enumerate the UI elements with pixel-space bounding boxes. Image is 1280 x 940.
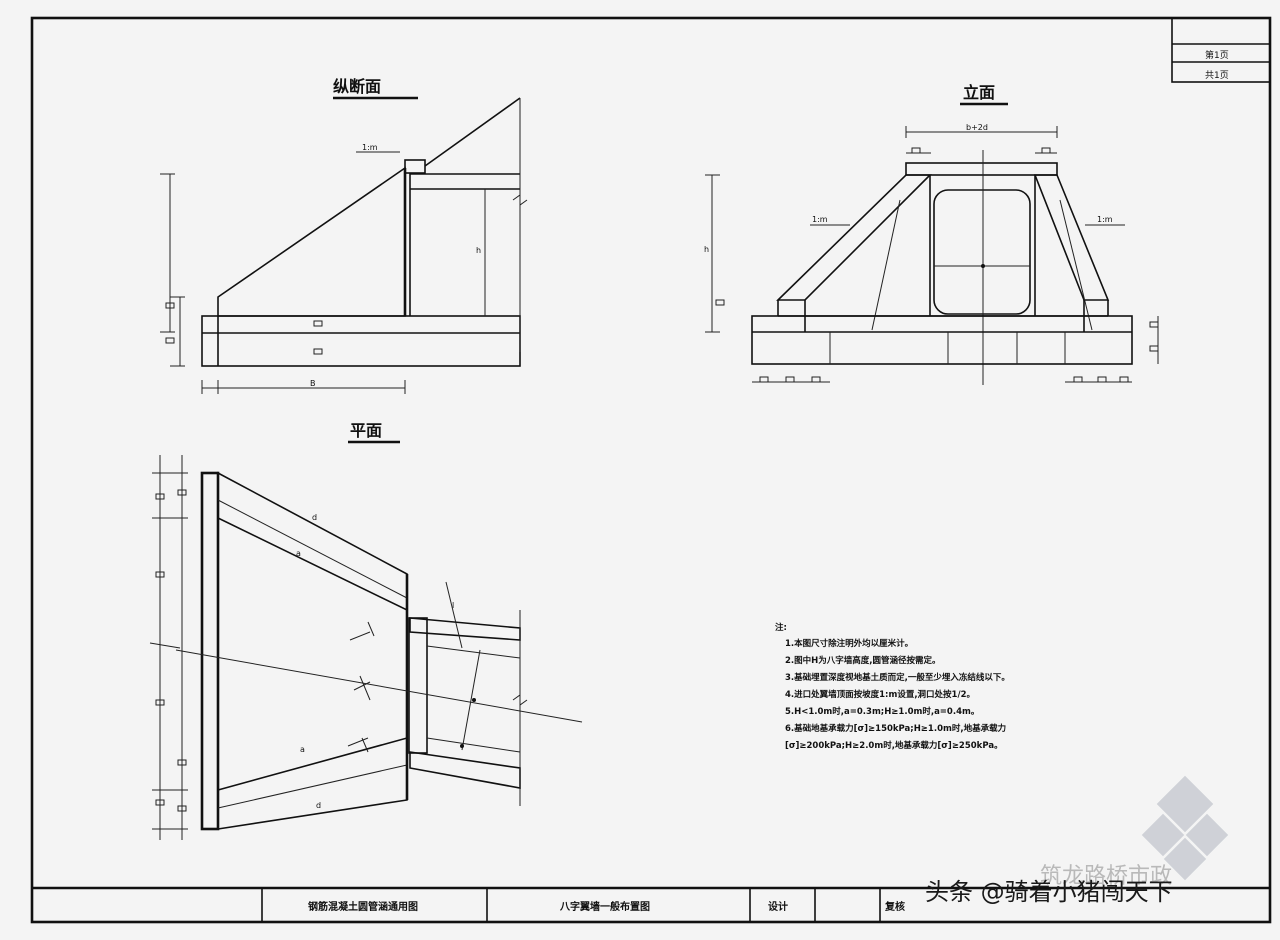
plan-d-label-2: d — [316, 801, 321, 810]
note-item: 4.进口处翼墙顶面按坡度1:m设置,洞口处按1/2。 — [785, 689, 975, 700]
sheet-page-text: 第1页 — [1205, 49, 1229, 61]
sheet-total-text: 共1页 — [1205, 70, 1229, 81]
plan-d-label-1: d — [312, 513, 317, 522]
note-item: [σ]≥200kPa;H≥2.0m时,地基承载力[σ]≥250kPa。 — [785, 740, 1003, 751]
plan-a-label-2: a — [300, 745, 305, 754]
note-item: 2.图中H为八字墙高度,圆管涵径按需定。 — [785, 655, 941, 666]
plan-l-label: l — [452, 601, 454, 610]
note-item: 6.基础地基承载力[σ]≥150kPa;H≥1.0m时,地基承载力 — [785, 723, 1006, 734]
plan-view: 平面 a d a d l — [149, 421, 583, 840]
longitudinal-section-view: 纵断面 h 1:m B — [160, 77, 528, 394]
title-block-drawing: 八字翼墙一般布置图 — [559, 900, 650, 913]
elevation-view: 立面 b+2d — [704, 83, 1159, 385]
note-item: 5.H<1.0m时,a=0.3m;H≥1.0m时,a=0.4m。 — [785, 706, 979, 717]
note-item: 1.本图尺寸除注明外均以厘米计。 — [785, 638, 913, 649]
title-block: 钢筋混凝土圆管涵通用图 八字翼墙一般布置图 设计 复核 — [32, 886, 1270, 922]
note-item: 3.基础埋置深度视地基土质而定,一般至少埋入冻结线以下。 — [785, 672, 1010, 683]
sheet-number-box: 第1页 共1页 — [1171, 17, 1271, 83]
elevation-slope-right-label: 1:m — [1097, 215, 1113, 224]
watermark-logo — [1141, 775, 1229, 881]
notes-heading: 注: — [775, 622, 787, 633]
elevation-h-label: h — [704, 245, 709, 254]
sheet-border — [30, 16, 1272, 924]
notes-block: 注: 1.本图尺寸除注明外均以厘米计。 2.图中H为八字墙高度,圆管涵径按需定。… — [775, 622, 1010, 751]
elevation-width-label: b+2d — [966, 123, 988, 132]
title-block-design: 设计 — [768, 900, 788, 913]
plan-title: 平面 — [350, 421, 382, 440]
section-b-label: B — [310, 379, 316, 388]
title-block-project: 钢筋混凝土圆管涵通用图 — [308, 900, 418, 913]
elevation-slope-left-label: 1:m — [812, 215, 828, 224]
section-slope-label: 1:m — [362, 143, 378, 152]
elevation-title: 立面 — [963, 83, 995, 102]
plan-a-label-1: a — [296, 549, 301, 558]
title-block-review: 复核 — [884, 900, 905, 913]
watermark-faded-text: 筑龙路桥市政 — [1040, 864, 1173, 889]
watermark-credit-text: 头条 @骑着小猪闯天下 — [925, 878, 1173, 906]
section-h-label: h — [476, 246, 481, 255]
longitudinal-section-title: 纵断面 — [333, 77, 381, 96]
